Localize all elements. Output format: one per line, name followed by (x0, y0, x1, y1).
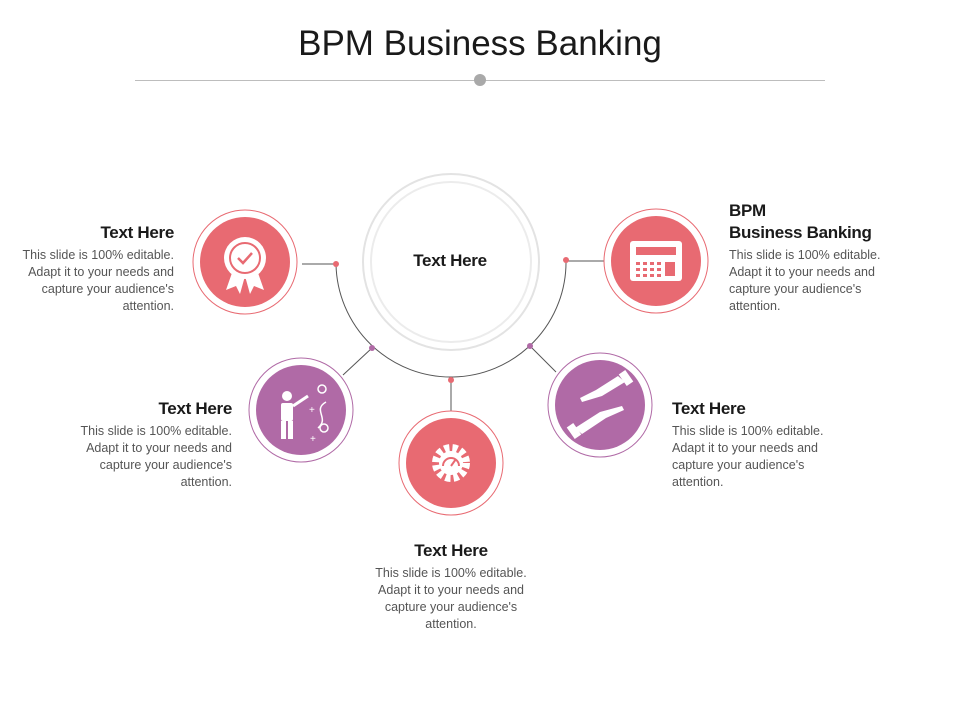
text-block-5-heading-line1: BPM (729, 201, 766, 220)
arc-node-2 (369, 345, 375, 351)
text-block-5-body: This slide is 100% editable. Adapt it to… (729, 248, 881, 313)
text-block-4-heading: Text Here (672, 399, 746, 418)
page-title: BPM Business Banking (298, 24, 662, 63)
connector-spoke-4 (529, 345, 557, 373)
connector-arc (335, 259, 567, 378)
text-block-3-heading: Text Here (414, 541, 488, 560)
arc-node-5 (563, 257, 569, 263)
text-block-1: Text Here This slide is 100% editable. A… (0, 222, 175, 315)
calculator-icon (603, 208, 709, 314)
businessman-strategy-icon: + + (248, 357, 354, 463)
text-block-3: Text Here This slide is 100% editable. A… (366, 540, 536, 633)
text-block-1-heading: Text Here (100, 223, 174, 242)
text-block-1-body: This slide is 100% editable. Adapt it to… (22, 248, 174, 313)
award-badge-icon (192, 209, 298, 315)
connector-spoke-2 (342, 347, 373, 376)
handshake-icon (547, 352, 653, 458)
text-block-5: BPM Business Banking This slide is 100% … (729, 200, 909, 315)
text-block-4-body: This slide is 100% editable. Adapt it to… (672, 424, 824, 489)
center-inner-ring (370, 181, 532, 343)
text-block-5-heading-line2: Business Banking (729, 223, 872, 242)
text-block-3-body: This slide is 100% editable. Adapt it to… (375, 566, 527, 631)
text-block-2: Text Here This slide is 100% editable. A… (58, 398, 233, 491)
divider-dot (474, 74, 486, 86)
text-block-2-heading: Text Here (158, 399, 232, 418)
svg-text:+: + (309, 405, 315, 416)
arc-node-4 (527, 343, 533, 349)
center-label: Text Here (413, 251, 487, 270)
center-outer-ring (362, 173, 540, 351)
svg-text:+: + (310, 434, 316, 445)
arc-node-1 (333, 261, 339, 267)
text-block-4: Text Here This slide is 100% editable. A… (672, 398, 842, 491)
arc-node-3 (448, 377, 454, 383)
text-block-2-body: This slide is 100% editable. Adapt it to… (80, 424, 232, 489)
gear-gauge-icon (398, 410, 504, 516)
